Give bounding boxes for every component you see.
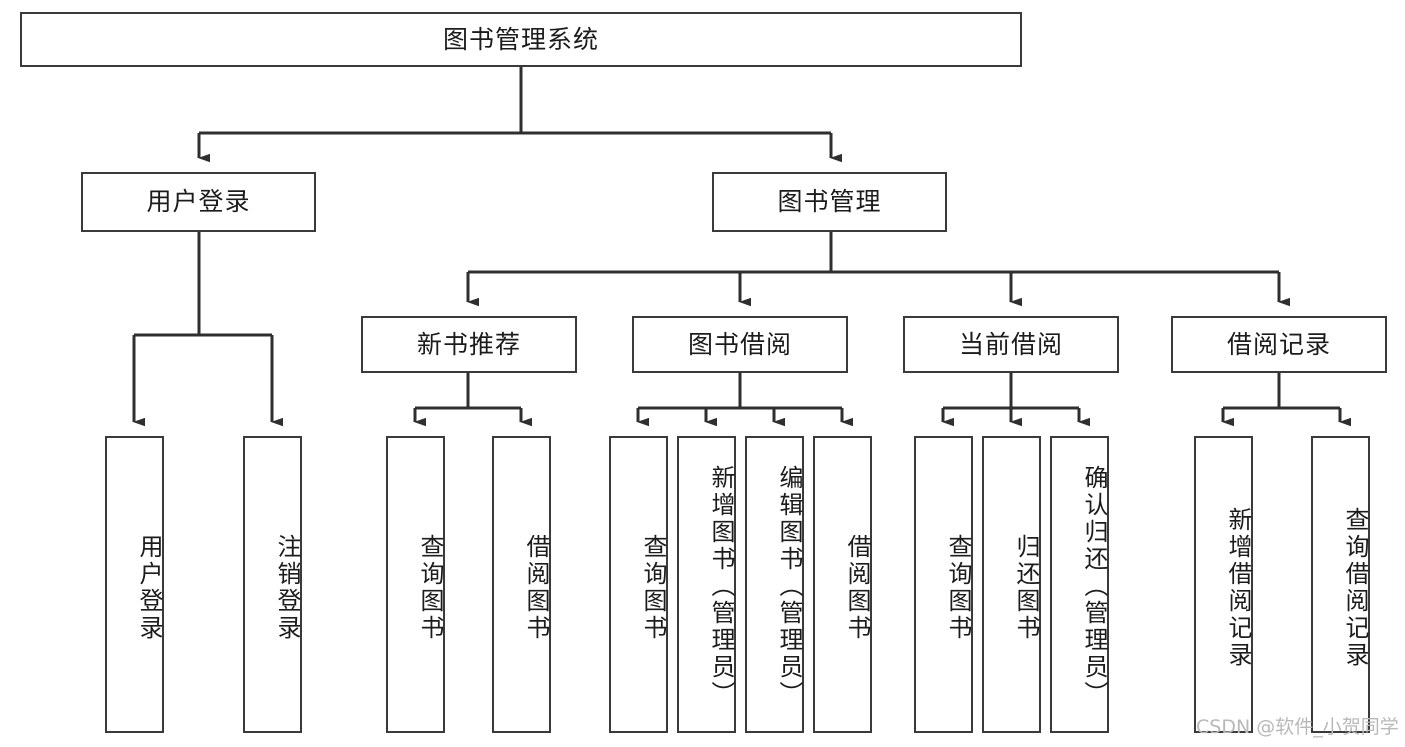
- node-borrow-record[interactable]: 借阅记录: [1171, 316, 1387, 373]
- leaf-borrow-book-recommendation[interactable]: 借阅图书: [492, 436, 551, 733]
- leaf-borrow-book[interactable]: 借阅图书: [813, 436, 872, 733]
- node-new-book-recommendation[interactable]: 新书推荐: [361, 316, 577, 373]
- leaf-return-book[interactable]: 归还图书: [982, 436, 1041, 733]
- leaf-user-login[interactable]: 用户登录: [105, 436, 164, 733]
- node-root-book-management-system[interactable]: 图书管理系统: [20, 12, 1022, 67]
- leaf-confirm-return-admin[interactable]: 确认归还（管理员）: [1050, 436, 1109, 733]
- leaf-query-borrow-record[interactable]: 查询借阅记录: [1311, 436, 1370, 733]
- node-book-management[interactable]: 图书管理: [712, 172, 947, 232]
- csdn-watermark: CSDN @软件_小贺同学: [1196, 716, 1399, 738]
- leaf-add-borrow-record[interactable]: 新增借阅记录: [1194, 436, 1253, 733]
- node-current-borrow[interactable]: 当前借阅: [903, 316, 1119, 373]
- leaf-edit-book-admin[interactable]: 编辑图书（管理员）: [745, 436, 804, 733]
- leaf-query-book-recommendation[interactable]: 查询图书: [386, 436, 445, 733]
- leaf-query-book-current[interactable]: 查询图书: [914, 436, 973, 733]
- node-book-borrow[interactable]: 图书借阅: [632, 316, 848, 373]
- leaf-add-book-admin[interactable]: 新增图书（管理员）: [677, 436, 736, 733]
- leaf-logout[interactable]: 注销登录: [243, 436, 302, 733]
- node-user-login[interactable]: 用户登录: [81, 172, 316, 232]
- leaf-query-book-borrow[interactable]: 查询图书: [609, 436, 668, 733]
